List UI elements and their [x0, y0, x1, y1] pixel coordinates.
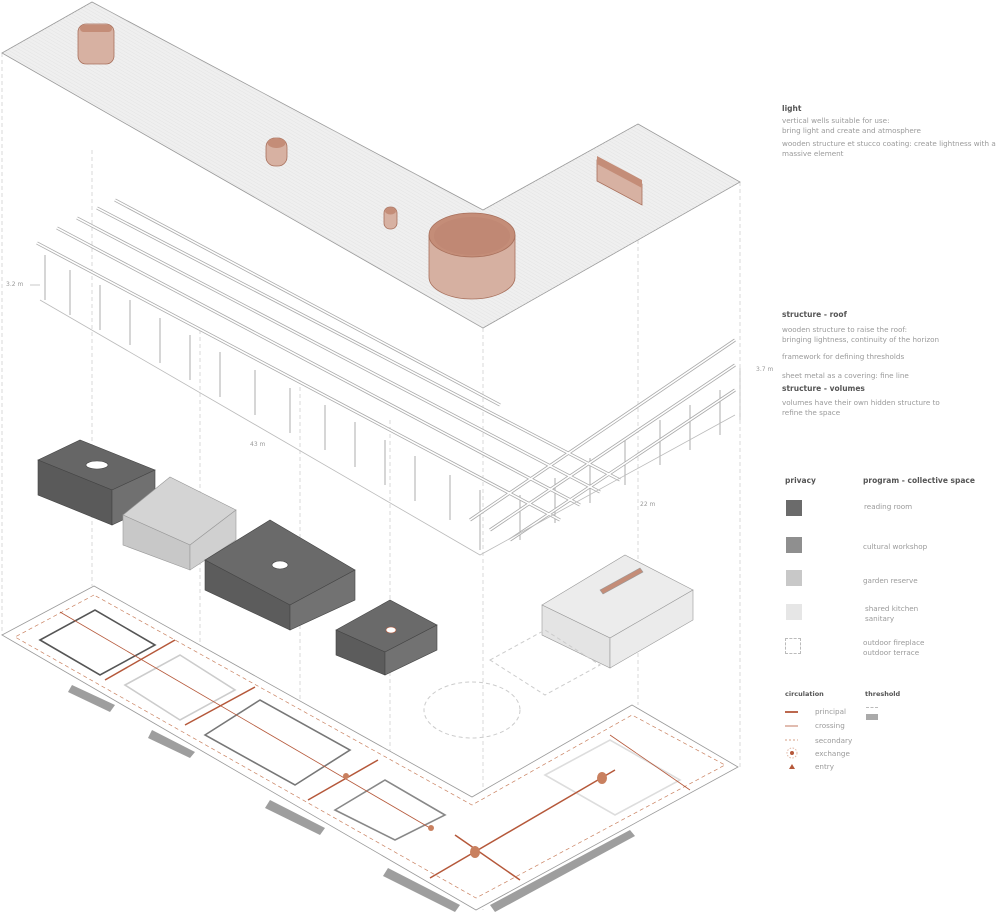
volume-shared-kitchen — [541, 554, 694, 669]
swatch-outdoor — [785, 638, 801, 654]
light-well-box-1 — [77, 23, 115, 65]
volume-reading-room-2 — [204, 519, 356, 631]
entry-icon — [789, 764, 795, 769]
legend-entry: entry — [815, 762, 835, 771]
structure-volumes-text: volumes have their own hidden structure … — [782, 398, 940, 417]
legend-garden-reserve: garden reserve — [863, 576, 918, 585]
legend-exchange: exchange — [815, 749, 850, 758]
legend-principal: principal — [815, 707, 846, 716]
volume-reading-room-3 — [335, 599, 438, 676]
circulation-principal — [59, 611, 691, 881]
swatch-garden-reserve — [786, 570, 802, 586]
threshold-title: threshold — [865, 690, 901, 698]
light-text-1: vertical wells suitable for use: bring l… — [782, 116, 921, 135]
volume-garden-reserve — [122, 476, 237, 571]
exchange-icon — [786, 747, 798, 759]
structure-roof-text-3: sheet metal as a covering: fine line — [782, 371, 909, 380]
circulation-title: circulation — [785, 690, 824, 698]
long-beams-inner — [36, 199, 736, 541]
light-title: light — [782, 104, 802, 113]
circulation-secondary — [14, 594, 726, 899]
structure-roof-title: structure - roof — [782, 310, 847, 319]
light-text-2: wooden structure et stucco coating: crea… — [782, 139, 996, 158]
posts — [44, 255, 721, 550]
light-well-cylinder-large — [428, 212, 516, 300]
floor-plan — [1, 585, 739, 912]
swatch-reading-room — [786, 500, 802, 516]
dimension-width: 22 m — [640, 501, 656, 508]
roof — [1, 1, 741, 329]
program-title: program - collective space — [863, 476, 975, 485]
exchange-points — [343, 772, 607, 858]
outdoor-terrace-outline — [423, 629, 601, 739]
threshold-solid-icon — [866, 714, 878, 720]
circulation-symbols — [785, 711, 798, 769]
dimension-height-left: 3.2 m — [6, 281, 23, 288]
light-well-cylinder-2 — [383, 206, 398, 230]
privacy-title: privacy — [785, 476, 816, 485]
legend-reading-room: reading room — [864, 502, 913, 511]
structure-roof-text-1: wooden structure to raise the roof: brin… — [782, 325, 940, 344]
dimension-length: 43 m — [250, 441, 266, 448]
dimension-height-right: 3.7 m — [756, 366, 773, 373]
legend-crossing: crossing — [815, 721, 845, 730]
legend-outdoor: outdoor fireplace outdoor terrace — [863, 638, 925, 657]
thresholds — [68, 685, 635, 912]
structure-volumes-title: structure - volumes — [782, 384, 865, 393]
legend-cultural-workshop: cultural workshop — [863, 542, 928, 551]
legend-secondary: secondary — [815, 736, 853, 745]
pergola-structure — [30, 198, 741, 556]
threshold-dashed-icon — [866, 707, 878, 708]
structure-roof-text-2: framework for defining thresholds — [782, 352, 905, 361]
rooms — [38, 609, 682, 841]
volume-reading-room-1 — [37, 439, 156, 526]
legend-shared-kitchen: shared kitchen sanitary — [865, 604, 919, 623]
swatch-shared-kitchen — [786, 604, 802, 620]
light-well-cylinder-1 — [265, 137, 288, 167]
swatch-cultural-workshop — [786, 537, 802, 553]
light-well-box-2 — [596, 156, 643, 206]
